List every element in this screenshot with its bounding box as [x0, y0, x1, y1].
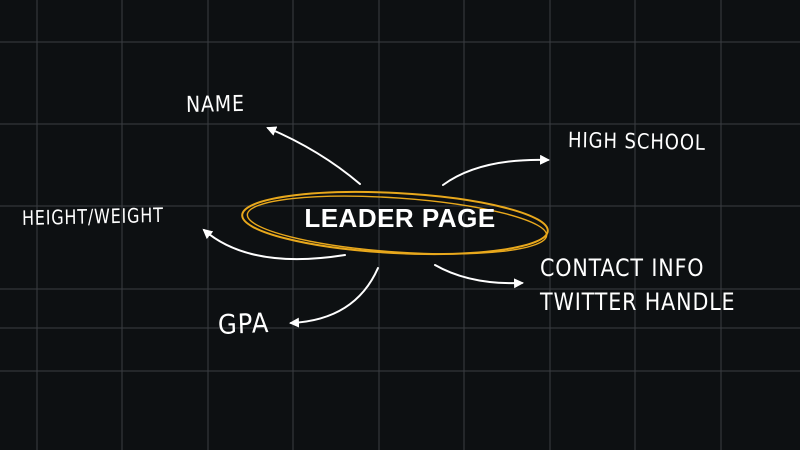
- branch-label-contact-info: CONTACT INFO: [540, 254, 705, 282]
- arrow-to-gpa: [289, 267, 379, 328]
- center-ellipse-stroke-2: [246, 195, 548, 255]
- branch-label-contact: CONTACT INFO TWITTER HANDLE: [540, 251, 735, 319]
- arrow-to-contact-info: [434, 264, 524, 289]
- branch-label-gpa: GPA: [217, 308, 270, 341]
- branch-label-name: NAME: [185, 91, 245, 118]
- branch-label-high-school: HIGH SCHOOL: [567, 128, 707, 155]
- branch-label-twitter-handle: TWITTER HANDLE: [540, 288, 736, 316]
- center-ellipse: [241, 190, 549, 256]
- center-node-label: LEADER PAGE: [304, 203, 496, 233]
- arrow-to-height-weight: [202, 228, 346, 261]
- arrow-to-name: [266, 126, 361, 185]
- branch-label-height-weight: HEIGHT/WEIGHT: [21, 202, 164, 230]
- arrow-to-high-school: [442, 154, 550, 186]
